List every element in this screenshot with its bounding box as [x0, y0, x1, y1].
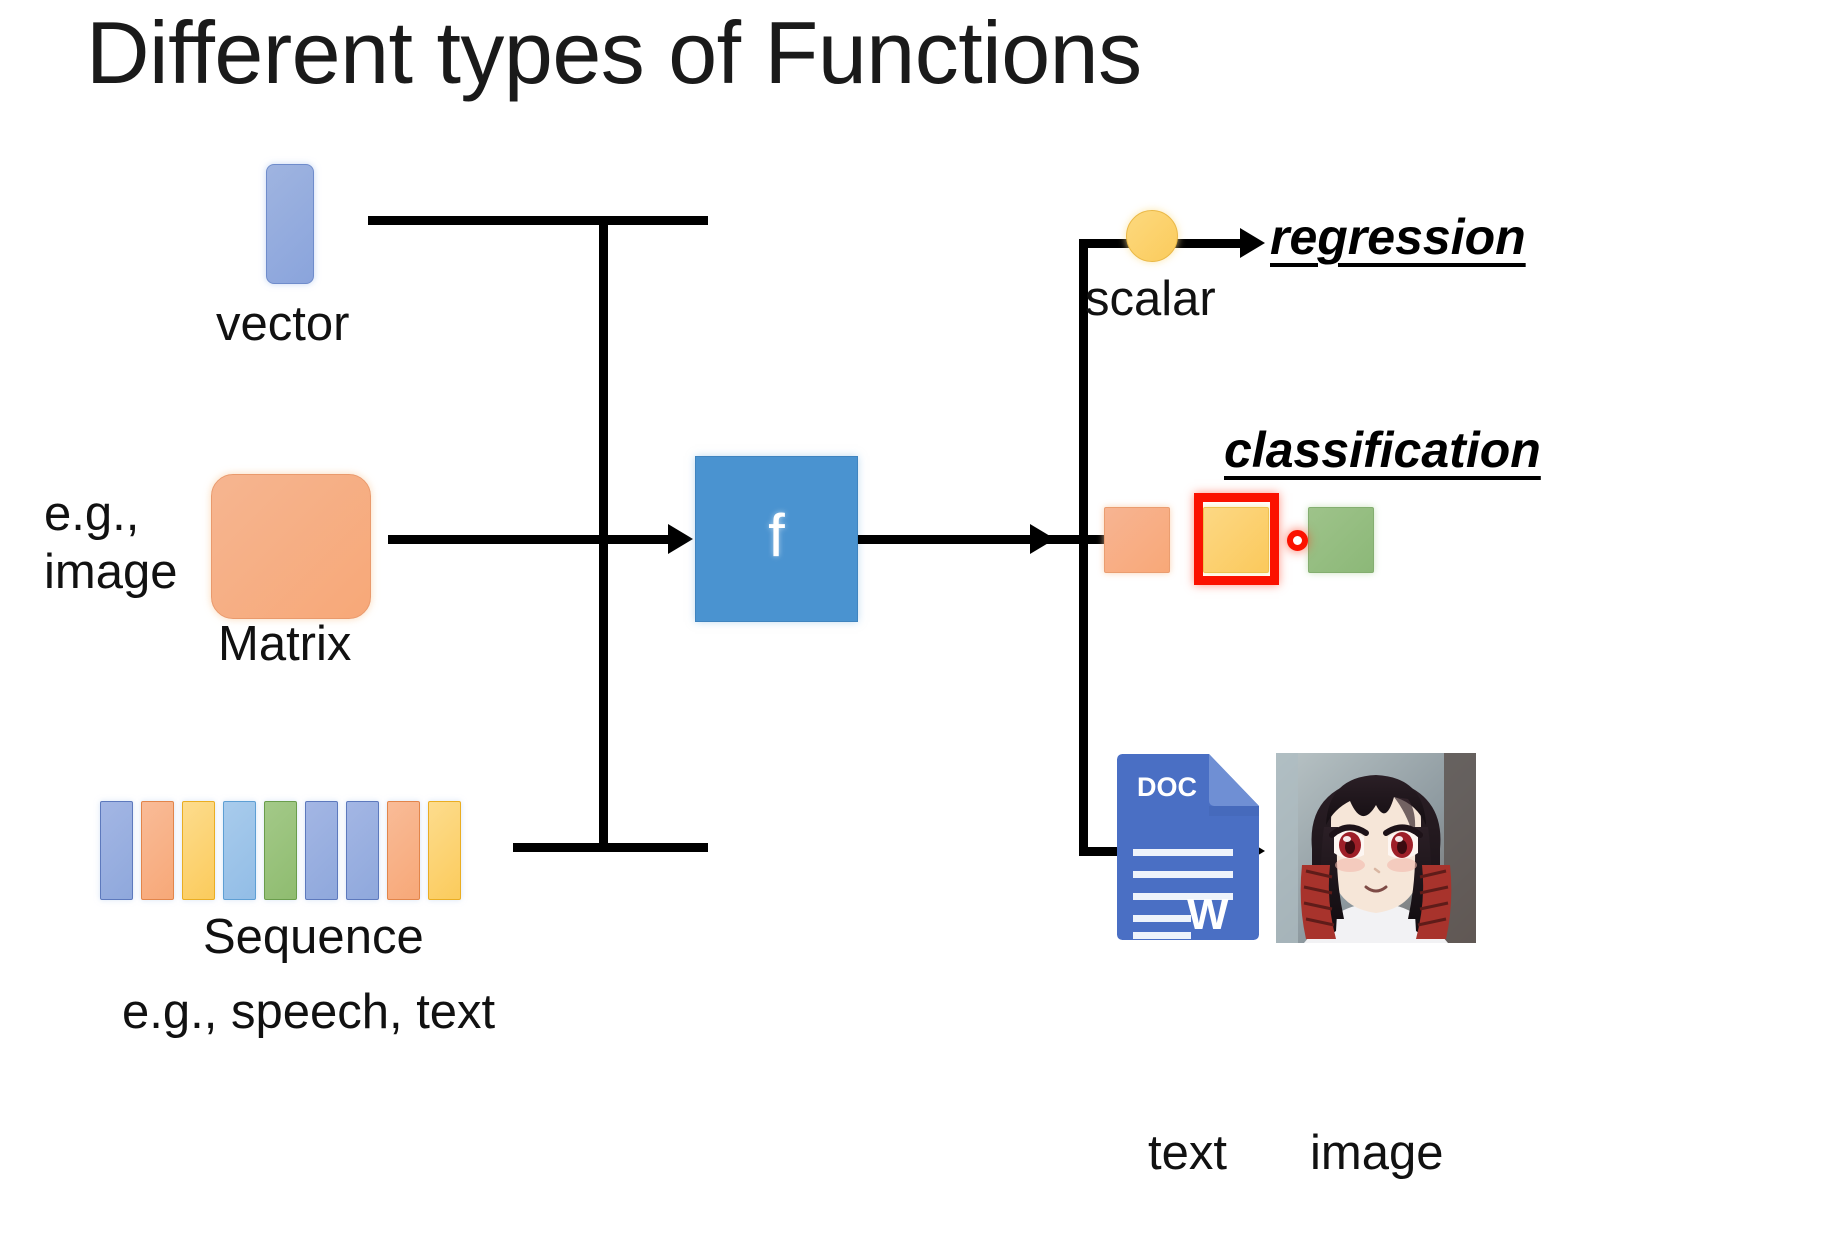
arrow-right-icon	[668, 524, 693, 554]
scalar-label: scalar	[1085, 272, 1216, 326]
matrix-note-line1: e.g.,	[44, 487, 140, 541]
page-title: Different types of Functions	[86, 3, 1142, 102]
connector-function-out	[858, 535, 1108, 544]
sequence-bar	[264, 801, 297, 900]
connector-trunk-to-function	[388, 535, 670, 544]
vector-label: vector	[216, 297, 350, 351]
sequence-note: e.g., speech, text	[122, 985, 496, 1039]
function-glyph: f	[768, 502, 785, 569]
selection-handle-icon[interactable]	[1287, 530, 1308, 551]
arrow-right-icon	[1240, 228, 1265, 258]
class-swatch[interactable]	[1308, 507, 1374, 573]
text-output-label: text	[1148, 1126, 1227, 1180]
svg-text:W: W	[1187, 890, 1229, 939]
function-box: f	[695, 456, 858, 622]
anime-portrait-image	[1276, 753, 1476, 943]
scalar-circle-icon	[1126, 210, 1178, 262]
connector-sequence-horizontal	[513, 843, 708, 852]
matrix-note-line2: image	[44, 545, 178, 599]
sequence-bar	[141, 801, 174, 900]
svg-text:DOC: DOC	[1137, 772, 1197, 802]
vector-shape	[266, 164, 314, 284]
sequence-shape	[100, 801, 461, 900]
class-swatch[interactable]	[1104, 507, 1170, 573]
sequence-bar	[346, 801, 379, 900]
classification-task-label: classification	[1224, 422, 1541, 478]
connector-merge-vertical	[599, 216, 608, 852]
sequence-bar	[305, 801, 338, 900]
sequence-bar	[182, 801, 215, 900]
sequence-bar	[387, 801, 420, 900]
regression-task-label: regression	[1270, 209, 1526, 265]
matrix-shape	[211, 474, 371, 619]
sequence-label: Sequence	[203, 910, 424, 964]
sequence-bar	[100, 801, 133, 900]
sequence-bar	[428, 801, 461, 900]
connector-vector-horizontal	[368, 216, 708, 225]
doc-file-icon: DOC W	[1117, 754, 1259, 940]
arrow-right-icon	[1030, 524, 1055, 554]
matrix-label: Matrix	[218, 617, 352, 671]
connector-fanout-vertical	[1079, 239, 1088, 856]
class-swatch-selected[interactable]	[1203, 507, 1269, 573]
image-output-label: image	[1310, 1126, 1444, 1180]
sequence-bar	[223, 801, 256, 900]
selection-rectangle[interactable]	[1194, 493, 1279, 585]
